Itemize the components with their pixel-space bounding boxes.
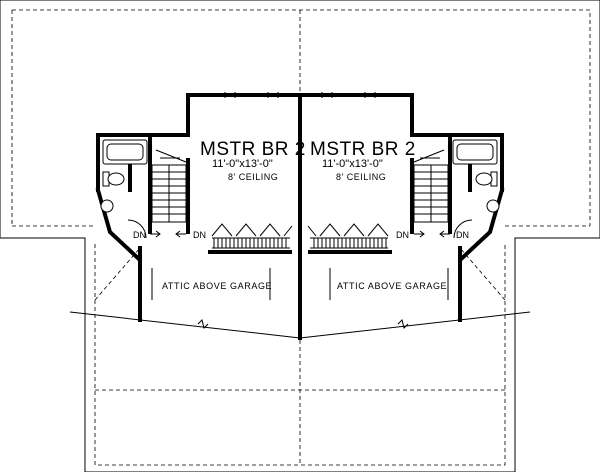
closet-hatch-left — [212, 237, 290, 249]
bedroom-walls — [148, 93, 452, 144]
toilet-right — [475, 171, 498, 187]
attic-label-right: ATTIC ABOVE GARAGE — [337, 281, 447, 291]
dn-arrow-right-1 — [414, 230, 425, 238]
ceiling-label-right: 8' CEILING — [336, 172, 386, 182]
windows — [224, 92, 376, 98]
right-unit-walls — [410, 133, 505, 322]
roof-dash-lines — [11, 9, 591, 466]
stairs-label-right-outer: DN — [456, 230, 469, 240]
closet-doors-left — [211, 223, 293, 237]
stairs-label-left-outer: DN — [133, 230, 146, 240]
closet-doors-right — [307, 223, 389, 237]
door-swing-left — [127, 219, 147, 239]
sink-right — [486, 199, 500, 213]
dn-arrow-left-2 — [175, 230, 186, 238]
stairs-left — [151, 149, 187, 223]
stairs-label-left-inner: DN — [193, 230, 206, 240]
bathtub-right — [452, 139, 498, 165]
room-title-left: MSTR BR 2 — [200, 139, 306, 160]
door-swing-right — [453, 219, 473, 239]
ceiling-label-left: 8' CEILING — [228, 172, 278, 182]
garage-break-marks — [197, 319, 409, 329]
bathtub-left-inner — [106, 143, 144, 161]
stairs-label-right-inner: DN — [396, 230, 409, 240]
room-dimensions-right: 11'-0"x13'-0" — [322, 158, 383, 170]
dn-arrow-left-1 — [150, 230, 161, 238]
sink-left — [100, 199, 114, 213]
left-unit-walls — [95, 133, 190, 322]
attic-bracket-left — [151, 268, 271, 300]
dn-arrow-right-2 — [439, 230, 450, 238]
room-title-right: MSTR BR 2 — [310, 139, 416, 160]
room-dimensions-left: 11'-0"x13'-0" — [212, 158, 273, 170]
attic-label-left: ATTIC ABOVE GARAGE — [162, 281, 272, 291]
attic-bracket-right — [329, 268, 449, 300]
closet-hatch-right — [310, 237, 388, 249]
stairs-right — [413, 149, 449, 223]
toilet-left — [102, 171, 125, 187]
bathtub-left — [102, 139, 148, 165]
bathtub-right-inner — [456, 143, 494, 161]
lower-walls — [138, 246, 462, 322]
